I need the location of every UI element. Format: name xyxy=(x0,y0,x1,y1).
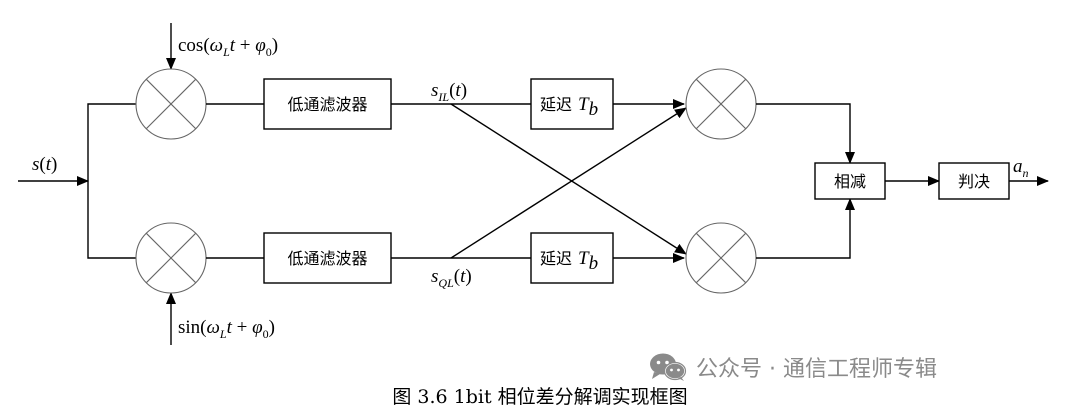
decision-box xyxy=(938,162,1010,200)
sin-carrier-label: sin(ωLt + φ0) xyxy=(178,317,275,341)
lpf-bottom-label: 低通滤波器 xyxy=(287,249,367,268)
s-il-label: sIL(t) xyxy=(431,80,467,104)
watermark: 公众号 · 通信工程师专辑 xyxy=(648,350,937,384)
lpf-top-box xyxy=(263,78,392,130)
cross-wire-q-to-top-mixer xyxy=(450,107,687,259)
decision-label: 判决 xyxy=(958,172,990,191)
cos-carrier-label: cos(ωLt + φ0) xyxy=(178,35,278,59)
subtract-box xyxy=(814,162,886,200)
mixer-bottom-left xyxy=(135,222,207,294)
output-label: an xyxy=(1013,156,1029,180)
watermark-text: 公众号 · 通信工程师专辑 xyxy=(696,357,937,382)
wechat-icon xyxy=(650,353,687,381)
wire-mixer-to-subtract-bottom xyxy=(756,198,855,259)
mixer-bottom-right xyxy=(685,222,757,294)
cross-wire-i-to-bottom-mixer xyxy=(450,103,687,255)
s-ql-label: sQL(t) xyxy=(431,266,472,290)
figure-caption: 图 3.6 1bit 相位差分解调实现框图 xyxy=(392,386,688,408)
split-wire-bottom xyxy=(87,181,136,259)
mixer-top-left xyxy=(135,68,207,140)
split-wire-top xyxy=(87,103,136,181)
lpf-top-label: 低通滤波器 xyxy=(287,95,367,114)
lpf-bottom-box xyxy=(263,232,392,284)
subtract-label: 相减 xyxy=(834,172,866,191)
delay-bottom-box xyxy=(530,232,614,284)
input-label: s(t) xyxy=(32,154,57,175)
mixer-top-right xyxy=(685,68,757,140)
wire-mixer-to-subtract-top xyxy=(756,103,855,164)
